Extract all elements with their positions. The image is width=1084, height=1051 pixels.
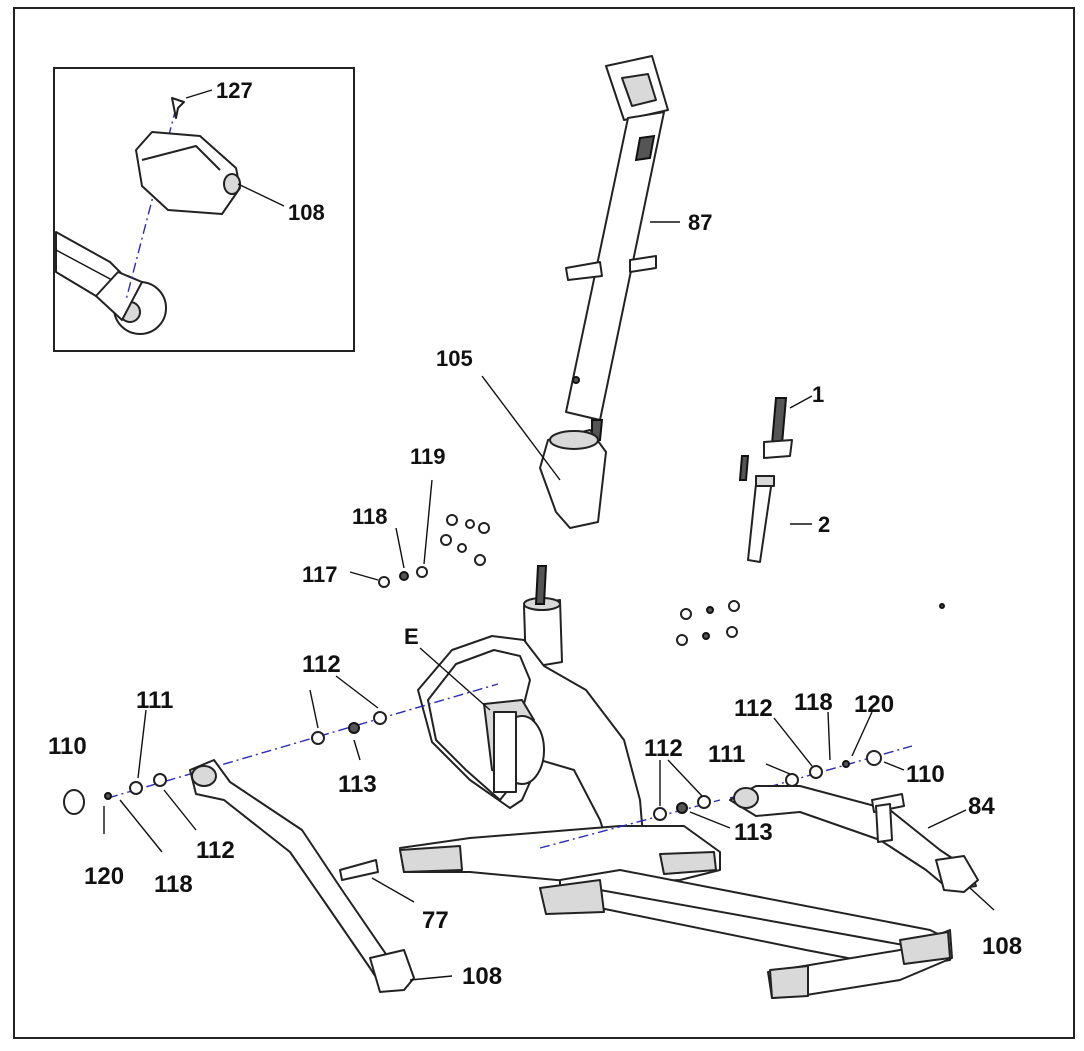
inset-detail: 127 108 [53, 67, 355, 352]
post-shroud: 105 [436, 346, 607, 529]
callout-105: 105 [436, 346, 473, 371]
callout-117: 117 [302, 562, 338, 587]
callout-112-right-upper: 112 [734, 695, 773, 722]
callout-120-left: 120 [84, 863, 124, 890]
callout-108-right: 108 [982, 933, 1022, 960]
callout-112-right-lower: 112 [644, 735, 683, 762]
callout-87: 87 [688, 210, 712, 235]
callout-120-right: 120 [854, 691, 894, 718]
callout-118-right: 118 [794, 689, 833, 716]
callout-113-left: 113 [338, 771, 377, 798]
callout-1: 1 [812, 382, 824, 407]
callout-77: 77 [422, 907, 449, 934]
callout-118-left: 118 [154, 871, 193, 898]
callout-119: 119 [410, 444, 446, 469]
callout-113-right: 113 [734, 819, 773, 846]
callout-E: E [404, 624, 419, 649]
callout-84: 84 [968, 793, 995, 820]
left-axle-assembly: 110 111 112 113 112 120 118 77 108 [48, 651, 502, 993]
bolt-group-left: 117 118 119 [302, 444, 490, 588]
callout-112-left-upper: 112 [302, 651, 341, 678]
bolt-group-right [676, 600, 945, 646]
right-axle-assembly: 112 112 118 120 111 110 113 84 108 [539, 689, 1022, 960]
callout-110-right: 110 [906, 761, 945, 788]
upright-post: 87 [565, 55, 712, 441]
callout-108-inset: 108 [288, 200, 325, 225]
callout-118-upper: 118 [352, 504, 388, 529]
inset-border [53, 67, 355, 352]
callout-127: 127 [216, 78, 253, 103]
callout-108-left: 108 [462, 963, 502, 990]
diagram-border [13, 7, 1075, 1039]
callout-111-left: 111 [136, 687, 173, 714]
sensor-cable: 1 [738, 382, 824, 481]
callout-111-right: 111 [708, 741, 745, 768]
callout-112-left-lower: 112 [196, 837, 235, 864]
callout-2: 2 [818, 512, 830, 537]
callout-110-left: 110 [48, 733, 87, 760]
main-frame: E [399, 565, 953, 999]
sensor-tube: 2 [747, 475, 830, 563]
